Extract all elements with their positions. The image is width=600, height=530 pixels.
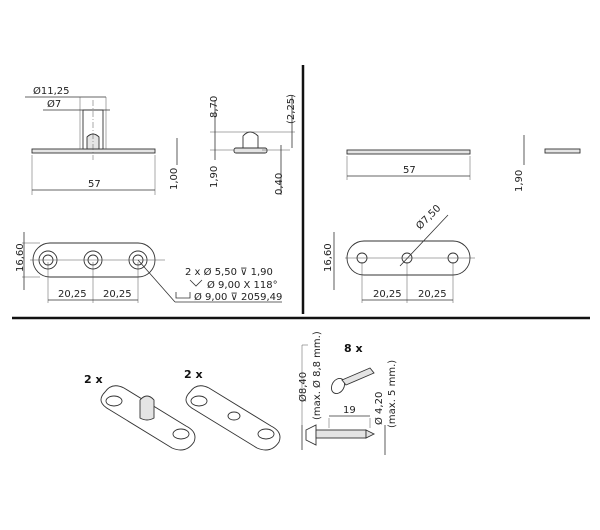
dim-width-right: 16,60 xyxy=(323,243,334,272)
dim-outer-diameter: Ø11,25 xyxy=(33,85,70,97)
dim-thickness: 1,00 xyxy=(169,168,180,190)
dim-pitch-1: 20,25 xyxy=(58,289,87,300)
flat-plate-views: 57 1,90 xyxy=(346,135,581,192)
dim-hole-diameter: Ø7,50 xyxy=(414,202,444,232)
pin-plate-iso: 2 x xyxy=(84,373,196,451)
dim-flat-length: 57 xyxy=(403,165,416,176)
plan-view-left: 16,60 20,25 20,25 2 x Ø 5,50 ⊽ 1,90 Ø 9,… xyxy=(15,232,282,303)
hole-callout-3: Ø 9,00 ⊽ 2059,49 xyxy=(194,291,282,303)
screw-head-diameter: Ø8,40 xyxy=(297,372,309,402)
pin-plate-quantity: 2 x xyxy=(84,373,103,386)
screw-quantity: 8 x xyxy=(344,342,363,355)
side-view: 8,70 (2,25) 1,90 0,40 xyxy=(209,94,297,195)
dim-length: 57 xyxy=(88,179,101,190)
dim-head: (2,25) xyxy=(286,94,297,124)
screw-head-max: (max. Ø 8,8 mm.) xyxy=(311,331,323,420)
dim-base: 1,90 xyxy=(209,166,220,188)
dim-flat-thickness: 1,90 xyxy=(514,170,525,192)
dim-inner-diameter: Ø7 xyxy=(47,98,61,110)
hole-callout-1: 2 x Ø 5,50 ⊽ 1,90 xyxy=(185,266,273,278)
dim-pitch-2: 20,25 xyxy=(103,289,132,300)
screw-length: 19 xyxy=(343,405,356,416)
screw-diameter-max: (max. 5 mm.) xyxy=(387,360,398,428)
hole-callout-2: Ø 9,00 X 118° xyxy=(207,279,278,291)
flat-plate-quantity: 2 x xyxy=(184,368,203,381)
front-view: Ø11,25 Ø7 57 1,00 xyxy=(25,85,180,195)
flat-plate-iso: 2 x xyxy=(184,368,281,451)
dim-height: 8,70 xyxy=(209,96,220,118)
dim-step: 0,40 xyxy=(274,173,285,195)
dim-pitch-right-1: 20,25 xyxy=(373,289,402,300)
plan-view-right: 16,60 Ø7,50 20,25 20,25 xyxy=(323,202,475,303)
screw-drawing: 8 x Ø8,40 (max. Ø 8,8 mm.) 19 Ø 4,20 (ma… xyxy=(297,331,398,455)
dim-pitch-right-2: 20,25 xyxy=(418,289,447,300)
dim-width: 16,60 xyxy=(15,243,26,272)
screw-diameter: Ø 4,20 xyxy=(373,392,385,425)
